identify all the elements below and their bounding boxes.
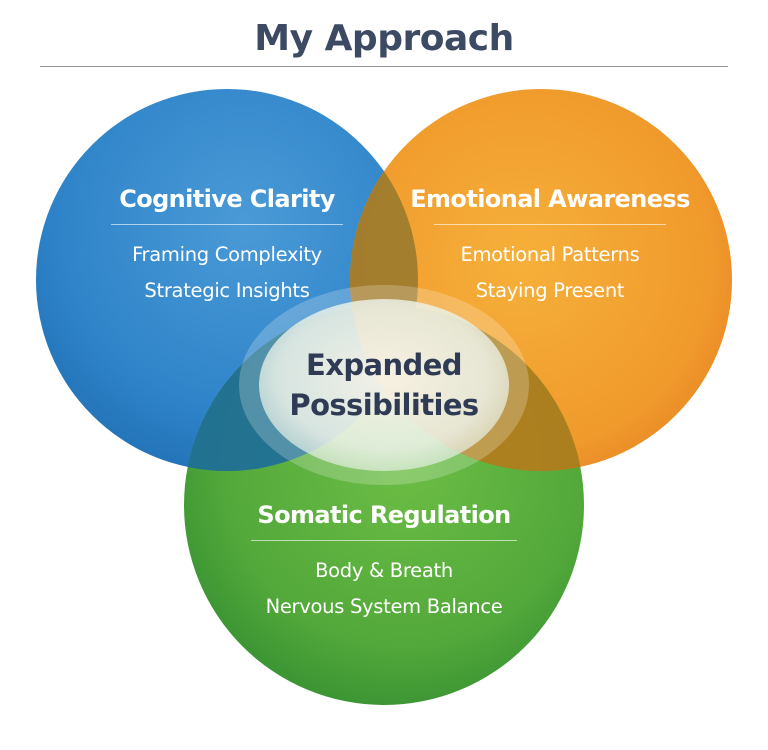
cognitive-label: Cognitive Clarity Framing Complexity Str…: [82, 185, 372, 309]
emotional-divider: [434, 224, 666, 225]
cognitive-divider: [111, 224, 343, 225]
somatic-item: Body & Breath: [315, 559, 453, 582]
emotional-item: Staying Present: [475, 279, 625, 302]
cognitive-heading: Cognitive Clarity: [119, 185, 335, 213]
cognitive-item: Strategic Insights: [144, 279, 310, 302]
emotional-item: Emotional Patterns: [460, 243, 640, 266]
cognitive-item: Framing Complexity: [132, 243, 322, 266]
title-divider: [40, 66, 728, 67]
somatic-heading: Somatic Regulation: [257, 501, 511, 529]
emotional-heading: Emotional Awareness: [410, 185, 690, 213]
center-label-line2: Possibilities: [289, 388, 479, 422]
page-title: My Approach: [254, 18, 514, 59]
center-label-line1: Expanded: [306, 348, 462, 382]
somatic-divider: [251, 540, 517, 541]
center-label: Expanded Possibilities: [259, 345, 509, 425]
center-ellipse: [259, 299, 509, 471]
somatic-item: Nervous System Balance: [265, 595, 503, 618]
somatic-label: Somatic Regulation Body & Breath Nervous…: [234, 501, 534, 625]
emotional-label: Emotional Awareness Emotional Patterns S…: [400, 185, 700, 309]
